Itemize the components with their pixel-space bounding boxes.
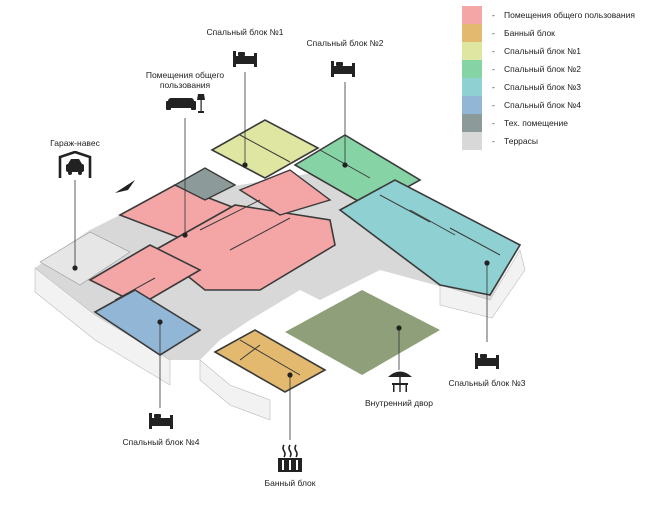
leaders (74, 72, 488, 440)
label-block1: Спальный блок №1 (206, 27, 284, 37)
bed-icon (233, 51, 257, 67)
callout-dots (72, 162, 490, 378)
legend-label: Спальный блок №1 (504, 46, 581, 56)
legend-swatch (462, 78, 482, 96)
legend-label: Помещения общего пользования (504, 10, 635, 20)
north-arrow-icon (115, 180, 135, 193)
legend-item: -Террасы (462, 132, 647, 152)
legend-item: -Спальный блок №2 (462, 60, 647, 80)
sofa-lamp-icon (166, 94, 205, 113)
bed-icon (475, 353, 499, 369)
legend-dash: - (492, 118, 495, 128)
legend-swatch (462, 6, 482, 24)
zone-common-link (238, 169, 332, 216)
zone-common-main (153, 204, 336, 291)
label-bath: Банный блок (264, 478, 316, 488)
legend-swatch (462, 132, 482, 150)
bed-icon (149, 413, 173, 429)
sauna-icon (278, 444, 302, 472)
legend-label: Спальный блок №2 (504, 64, 581, 74)
legend-dash: - (492, 28, 495, 38)
legend-item: -Спальный блок №3 (462, 78, 647, 98)
label-block2: Спальный блок №2 (306, 38, 384, 48)
label-common-1: Помещения общего (145, 70, 225, 80)
label-garage: Гараж-навес (50, 138, 100, 148)
legend-item: -Помещения общего пользования (462, 6, 647, 26)
legend-item: -Банный блок (462, 24, 647, 44)
zone-tech (173, 167, 237, 201)
legend-item: -Спальный блок №1 (462, 42, 647, 62)
bed-icon (331, 61, 355, 77)
facade-east (439, 249, 526, 319)
legend-swatch (462, 114, 482, 132)
legend-dash: - (492, 82, 495, 92)
zone-block3 (338, 179, 522, 296)
legend-swatch (462, 60, 482, 78)
label-courtyard: Внутренний двор (364, 398, 434, 408)
legend-swatch (462, 42, 482, 60)
legend-label: Террасы (504, 136, 538, 146)
zone-block4 (93, 289, 202, 356)
zone-common (88, 169, 336, 306)
label-block4: Спальный блок №4 (122, 437, 200, 447)
legend-item: -Тех. помещение (462, 114, 647, 134)
legend-label: Спальный блок №3 (504, 82, 581, 92)
legend-dash: - (492, 136, 495, 146)
zone-bath (213, 329, 327, 393)
label-common-2: пользования (159, 80, 211, 90)
legend-label: Спальный блок №4 (504, 100, 581, 110)
courtyard (285, 290, 440, 375)
garage-car-icon (58, 151, 92, 178)
legend-dash: - (492, 64, 495, 74)
legend-dash: - (492, 100, 495, 110)
legend-dash: - (492, 10, 495, 20)
legend-label: Банный блок (504, 28, 555, 38)
garage-slab (39, 231, 131, 286)
legend-dash: - (492, 46, 495, 56)
facade-west (34, 267, 171, 386)
label-block3: Спальный блок №3 (448, 378, 526, 388)
legend-item: -Спальный блок №4 (462, 96, 647, 116)
table-umbrella-icon (388, 371, 412, 392)
legend-swatch (462, 96, 482, 114)
legend-swatch (462, 24, 482, 42)
partitions (114, 134, 501, 376)
legend-label: Тех. помещение (504, 118, 568, 128)
facade-south (199, 359, 271, 421)
